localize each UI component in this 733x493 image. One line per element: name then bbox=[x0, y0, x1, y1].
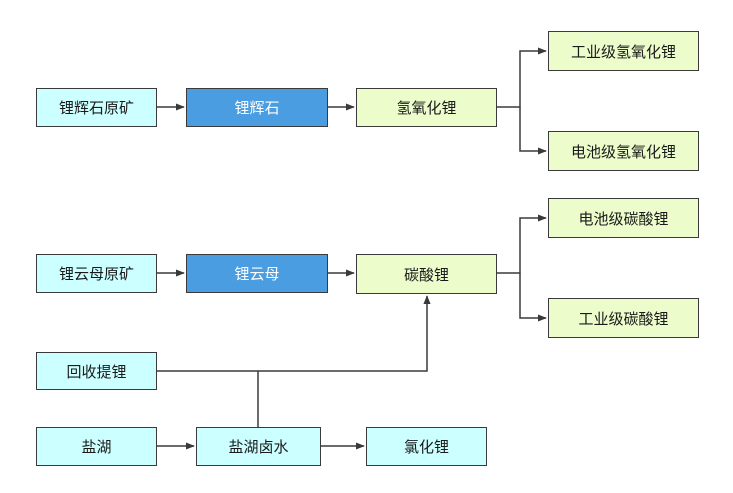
node-salt-lake: 盐湖 bbox=[36, 427, 157, 466]
node-recycling: 回收提锂 bbox=[36, 352, 157, 390]
edge-recycling-to-carbonate bbox=[157, 295, 431, 372]
edge-carbonate-branch-lower bbox=[519, 273, 547, 322]
node-battery-lithium-carbonate: 电池级碳酸锂 bbox=[548, 198, 699, 238]
node-spodumene-ore: 锂辉石原矿 bbox=[36, 88, 157, 127]
node-industrial-lithium-hydroxide: 工业级氢氧化锂 bbox=[548, 31, 699, 71]
node-lepidolite-ore: 锂云母原矿 bbox=[36, 254, 157, 293]
node-salt-lake-brine: 盐湖卤水 bbox=[196, 427, 321, 466]
node-battery-lithium-hydroxide: 电池级氢氧化锂 bbox=[548, 131, 699, 171]
node-lithium-chloride: 氯化锂 bbox=[366, 427, 487, 466]
edge-carbonate-branch bbox=[497, 214, 547, 274]
edge-hydroxide-branch-lower bbox=[519, 107, 547, 155]
edge-hydroxide-branch bbox=[497, 47, 547, 108]
node-industrial-lithium-carbonate: 工业级碳酸锂 bbox=[548, 298, 699, 338]
node-spodumene: 锂辉石 bbox=[186, 88, 328, 127]
node-lithium-carbonate: 碳酸锂 bbox=[356, 254, 497, 294]
node-lepidolite: 锂云母 bbox=[186, 254, 328, 293]
node-lithium-hydroxide: 氢氧化锂 bbox=[356, 88, 497, 127]
